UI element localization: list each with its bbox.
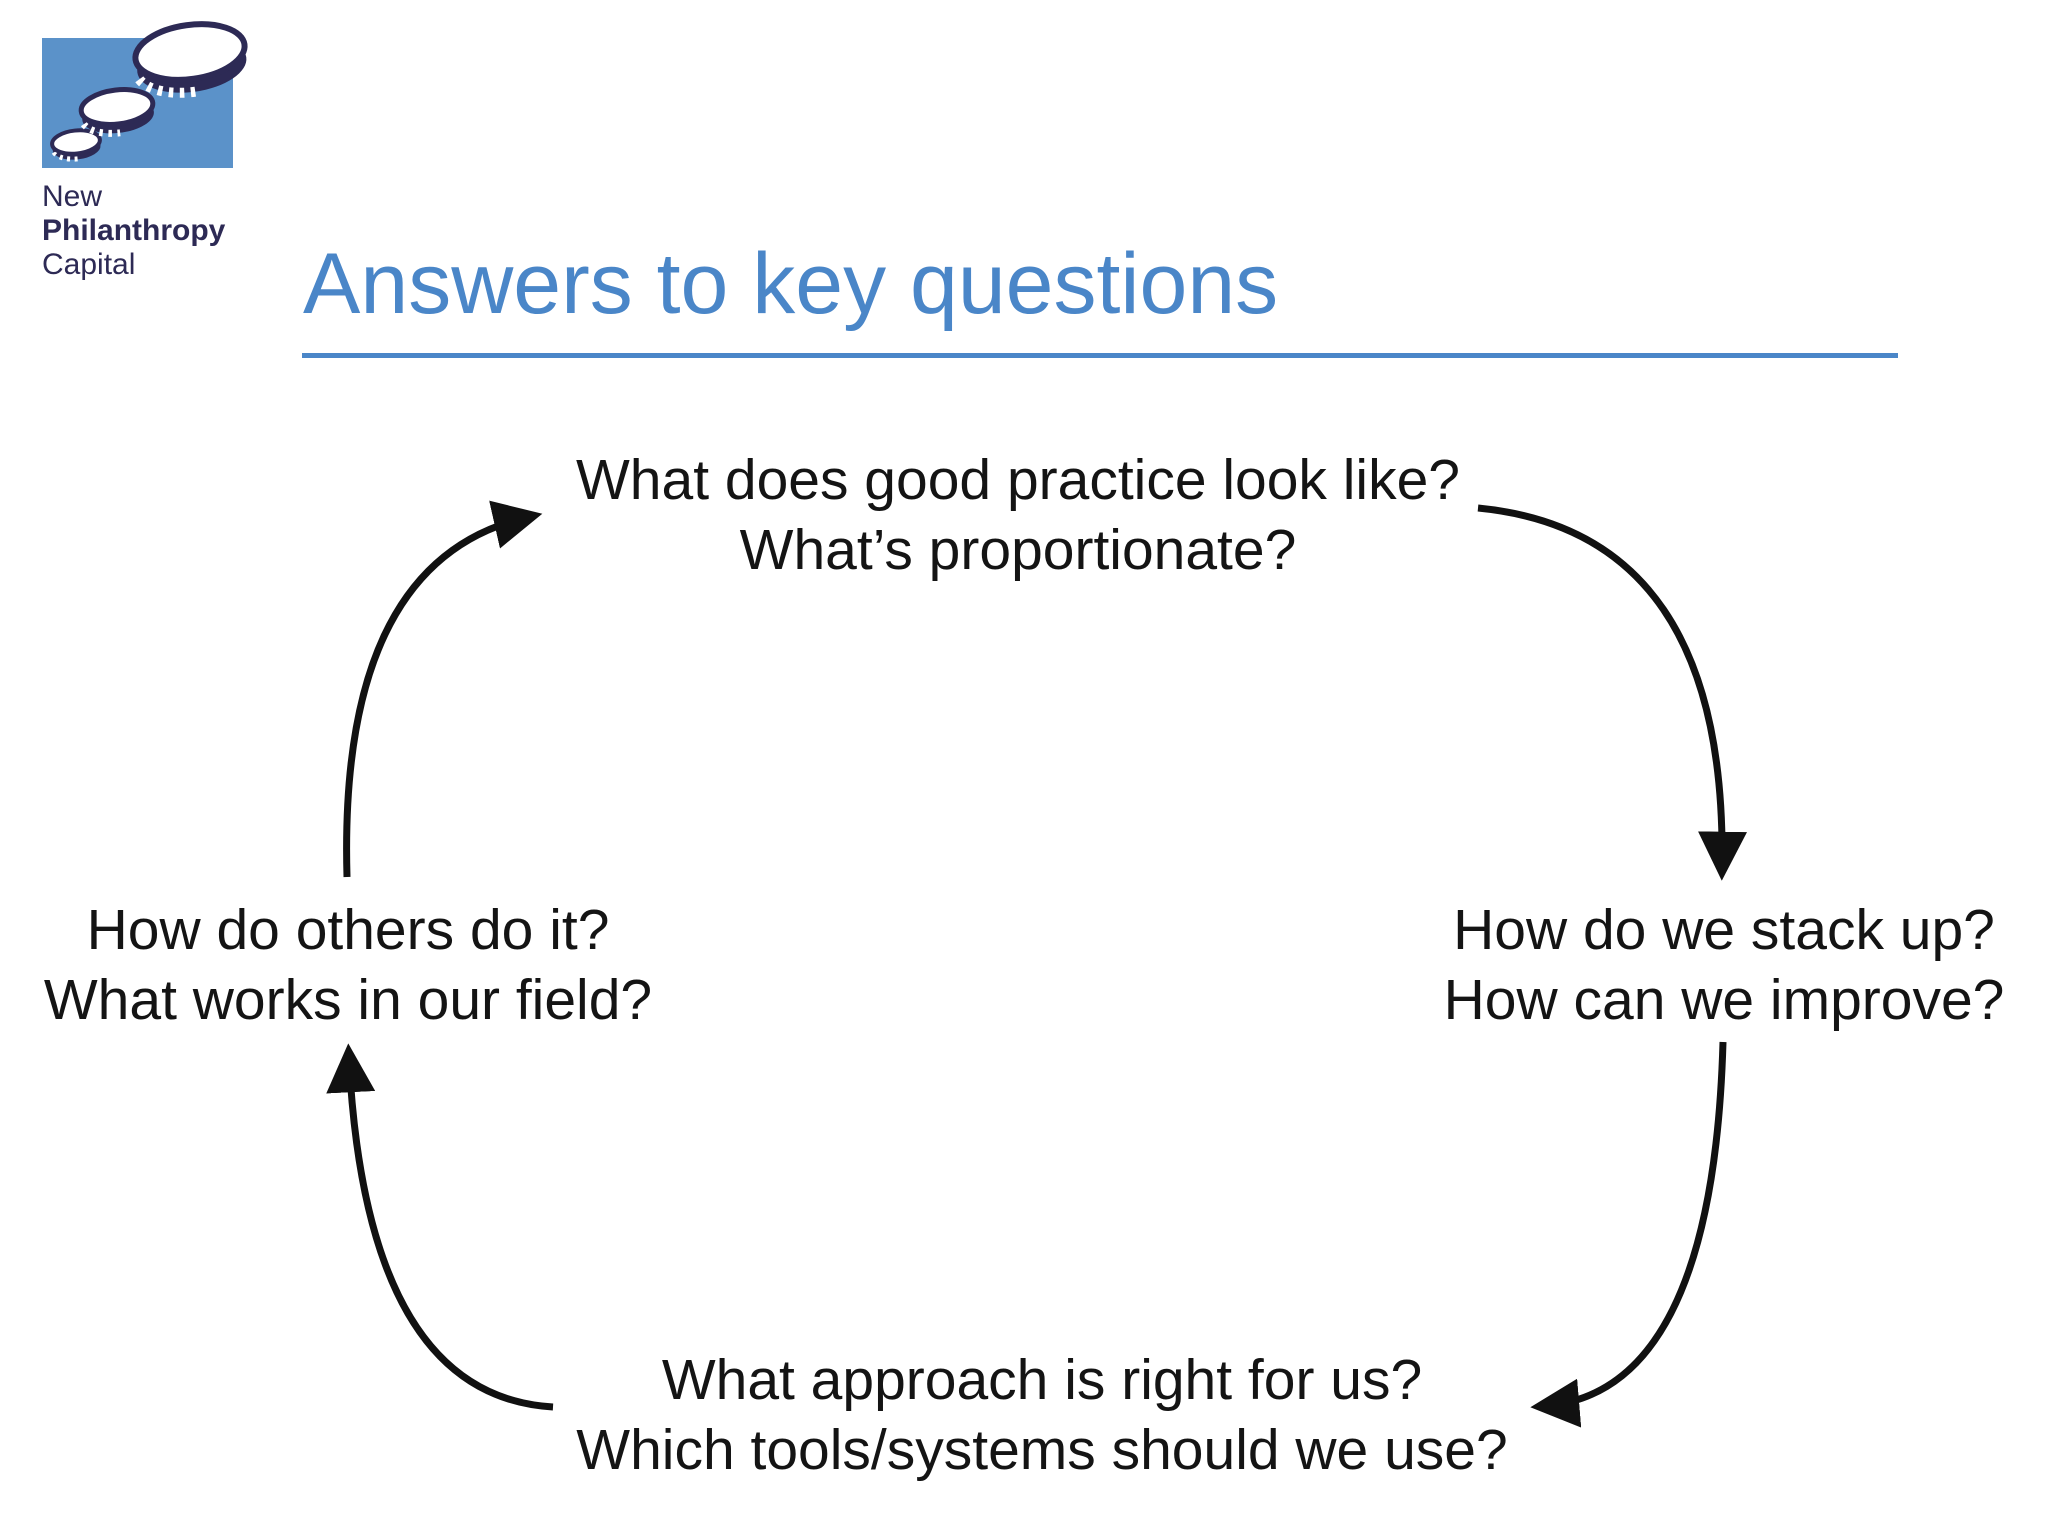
logo-line-philanthropy: Philanthropy <box>42 214 226 247</box>
arrow-top-to-right-icon <box>1477 504 1747 881</box>
node-text-line: How can we improve? <box>1443 968 2005 1032</box>
node-text-line: What approach is right for us? <box>661 1348 1423 1412</box>
node-text-line: What’s proportionate? <box>739 518 1297 582</box>
title-underline <box>302 353 1898 358</box>
node-text-line: What works in our field? <box>43 968 653 1032</box>
node-right-approach: What approach is right for us? Which too… <box>576 1345 1507 1485</box>
node-others: How do others do it? What works in our f… <box>44 895 652 1035</box>
node-good-practice: What does good practice look like? What’… <box>576 445 1460 585</box>
logo-line-capital: Capital <box>42 248 136 281</box>
logo-wordmark: New Philanthropy Capital <box>42 180 225 282</box>
arrow-bottom-to-left-icon <box>326 1043 554 1411</box>
node-stack-up: How do we stack up? How can we improve? <box>1444 895 2005 1035</box>
node-text-line: Which tools/systems should we use? <box>576 1418 1508 1482</box>
coins-logo-icon <box>42 21 248 168</box>
node-text-line: What does good practice look like? <box>575 448 1461 512</box>
node-text-line: How do we stack up? <box>1453 898 1995 962</box>
arrow-left-to-top-icon <box>343 500 543 878</box>
slide-title: Answers to key questions <box>303 236 1279 332</box>
node-text-line: How do others do it? <box>86 898 610 962</box>
logo-line-new: New <box>42 180 103 213</box>
arrow-right-to-bottom-icon <box>1530 1041 1727 1428</box>
